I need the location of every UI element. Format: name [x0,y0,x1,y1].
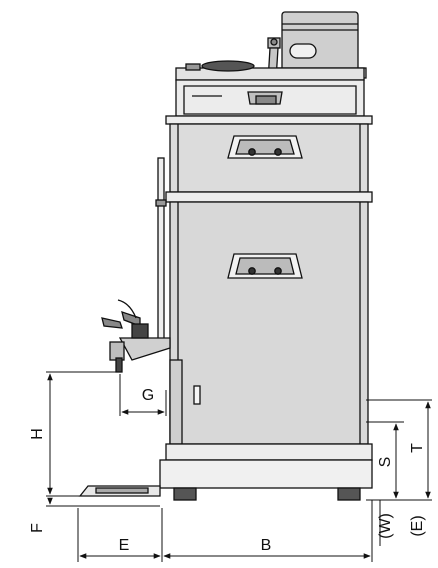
label-f: F [29,523,46,533]
lid [175,60,365,81]
base-band [165,443,373,461]
label-e2: (E) [409,515,426,536]
label-w: (W) [377,513,394,539]
lower-body [169,201,369,445]
label-b: B [261,537,272,554]
faucets [101,299,171,373]
label-g: G [142,387,154,404]
brew-basket [175,79,365,117]
base [159,459,373,501]
lower-handle [227,253,303,279]
upper-band [165,115,373,125]
label-h: H [29,428,46,440]
lower-door [169,359,201,445]
sight-gauge [155,157,167,349]
label-t: T [409,443,426,453]
label-e: E [119,537,130,554]
middle-band [165,191,373,203]
label-s: S [377,457,394,468]
drip-tray [78,485,161,497]
upper-handle [227,135,303,159]
